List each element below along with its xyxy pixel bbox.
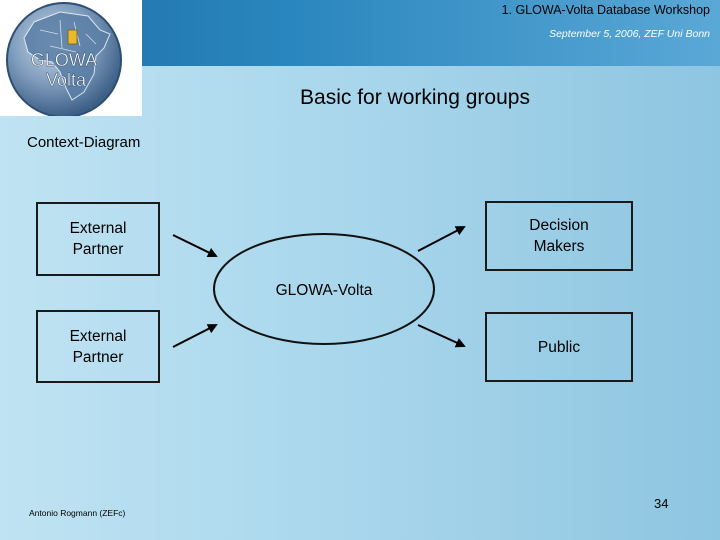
slide-subtitle: Context-Diagram [27, 134, 141, 151]
public-box: Public [485, 312, 633, 382]
logo-text-glowa: GLOWA [31, 50, 97, 70]
logo-panel: GLOWA Volta [0, 0, 142, 118]
workshop-title: 1. GLOWA-Volta Database Workshop [501, 3, 710, 17]
external-partner-box-2: External Partner [36, 310, 160, 383]
glowa-volta-logo: GLOWA Volta [6, 2, 122, 118]
footer-author: Antonio Rogmann (ZEFc) [29, 508, 126, 518]
page-number: 34 [654, 496, 669, 511]
arrow-partner1-to-center [172, 234, 218, 257]
arrow-partner2-to-center [172, 324, 218, 348]
external-partner-box-1: External Partner [36, 202, 160, 276]
public-label: Public [537, 338, 581, 356]
decision-makers-line2: Makers [533, 238, 585, 255]
decision-makers-box: Decision Makers [485, 201, 633, 271]
external-partner-2-line2: Partner [72, 348, 124, 366]
glowa-volta-label: GLOWA-Volta [275, 282, 373, 299]
glowa-volta-ellipse [213, 233, 435, 345]
africa-map-icon [23, 11, 111, 101]
decision-makers-line1: Decision [529, 217, 589, 234]
external-partner-2-line1: External [69, 327, 127, 345]
workshop-date: September 5, 2006, ZEF Uni Bonn [549, 28, 710, 40]
external-partner-1-line1: External [69, 220, 127, 237]
arrow-center-to-public [417, 324, 466, 348]
arrow-center-to-decision-makers [417, 226, 466, 252]
external-partner-1-line2: Partner [72, 241, 124, 258]
logo-text-volta: Volta [46, 70, 87, 90]
slide-title: Basic for working groups [300, 86, 530, 109]
